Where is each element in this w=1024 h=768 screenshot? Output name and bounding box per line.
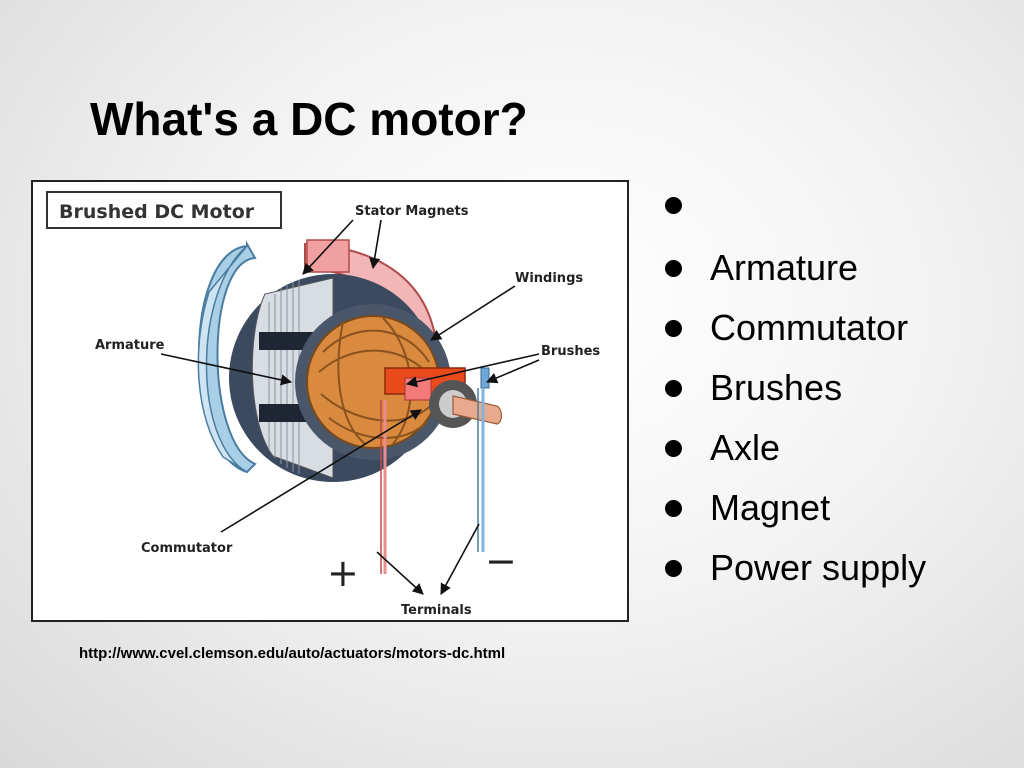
bullet-item: Magnet <box>660 478 926 538</box>
bullet-text: Magnet <box>710 487 831 528</box>
winding-strands <box>318 317 436 445</box>
bullet-item: Armature <box>660 238 926 298</box>
bullet-dot-icon <box>665 500 682 517</box>
bullet-item-empty <box>660 186 926 238</box>
slide-title: What's a DC motor? <box>90 93 528 145</box>
armature-slot-1 <box>259 332 319 350</box>
label-stator-magnets: Stator Magnets <box>355 204 469 219</box>
bullet-text: Power supply <box>710 547 927 588</box>
bullet-text: Armature <box>710 247 859 288</box>
source-url: http://www.cvel.clemson.edu/auto/actuato… <box>79 645 506 662</box>
minus-sign: − <box>485 539 517 583</box>
bullet-dot-icon <box>665 320 682 337</box>
bullet-dot-icon <box>665 560 682 577</box>
bullet-dot-icon <box>665 197 682 214</box>
motor-illustration: Brushed DC Motor <box>46 191 600 618</box>
bullet-item: Commutator <box>660 298 926 358</box>
bullet-item: Power supply <box>660 538 926 598</box>
label-commutator: Commutator <box>141 541 233 556</box>
bullet-item: Axle <box>660 418 926 478</box>
label-brushes: Brushes <box>541 344 600 359</box>
bullet-dot-icon <box>665 380 682 397</box>
label-terminals: Terminals <box>401 603 472 618</box>
bullet-text: Brushes <box>710 367 843 408</box>
diagram-title: Brushed DC Motor <box>59 201 255 223</box>
plus-sign: + <box>327 551 359 595</box>
label-windings: Windings <box>515 271 583 286</box>
stator-magnet-top <box>306 239 350 273</box>
bullet-text: Commutator <box>710 307 909 348</box>
bullet-list: Armature Commutator Brushes Axle Magnet … <box>660 186 926 598</box>
bullet-dot-icon <box>665 260 682 277</box>
bullet-item: Brushes <box>660 358 926 418</box>
bullet-text: Axle <box>710 427 781 468</box>
diagram-title-box <box>46 191 282 229</box>
brush-right <box>480 367 490 389</box>
pointer-arrows <box>160 219 540 595</box>
stator-shell-left <box>197 245 248 473</box>
motor-diagram: Brushed DC Motor <box>31 180 629 622</box>
bullet-dot-icon <box>665 440 682 457</box>
label-armature: Armature <box>95 338 165 353</box>
